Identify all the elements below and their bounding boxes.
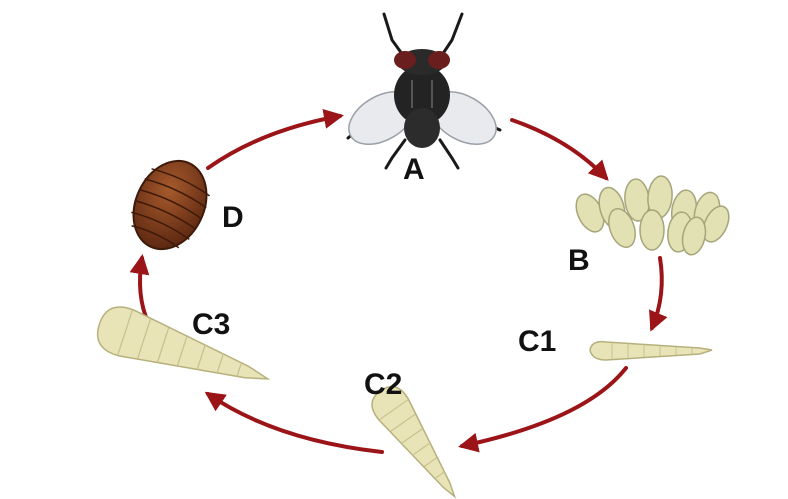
arrow-c3-to-d	[129, 254, 150, 324]
arrow-c1-to-c2	[458, 366, 628, 453]
pupa-icon	[131, 159, 211, 251]
fly-icon	[346, 12, 502, 170]
stage-label-c3: C3	[192, 308, 231, 341]
stage-label-c1: C1	[518, 325, 557, 358]
stage-label-d: D	[222, 201, 244, 234]
arrow-b-to-c1	[649, 256, 668, 332]
larva-large-icon	[96, 306, 271, 380]
larva-medium-icon	[371, 385, 457, 499]
eggs-icon	[575, 175, 730, 256]
cycle-arrows	[129, 108, 668, 454]
stage-label-b: B	[568, 244, 590, 277]
arrow-a-to-b	[510, 118, 609, 181]
stage-label-a: A	[403, 153, 425, 186]
larva-small-icon	[589, 340, 713, 361]
arrow-d-to-a	[206, 108, 344, 170]
stage-label-c2: C2	[364, 368, 403, 401]
arrow-c2-to-c3	[204, 391, 384, 454]
